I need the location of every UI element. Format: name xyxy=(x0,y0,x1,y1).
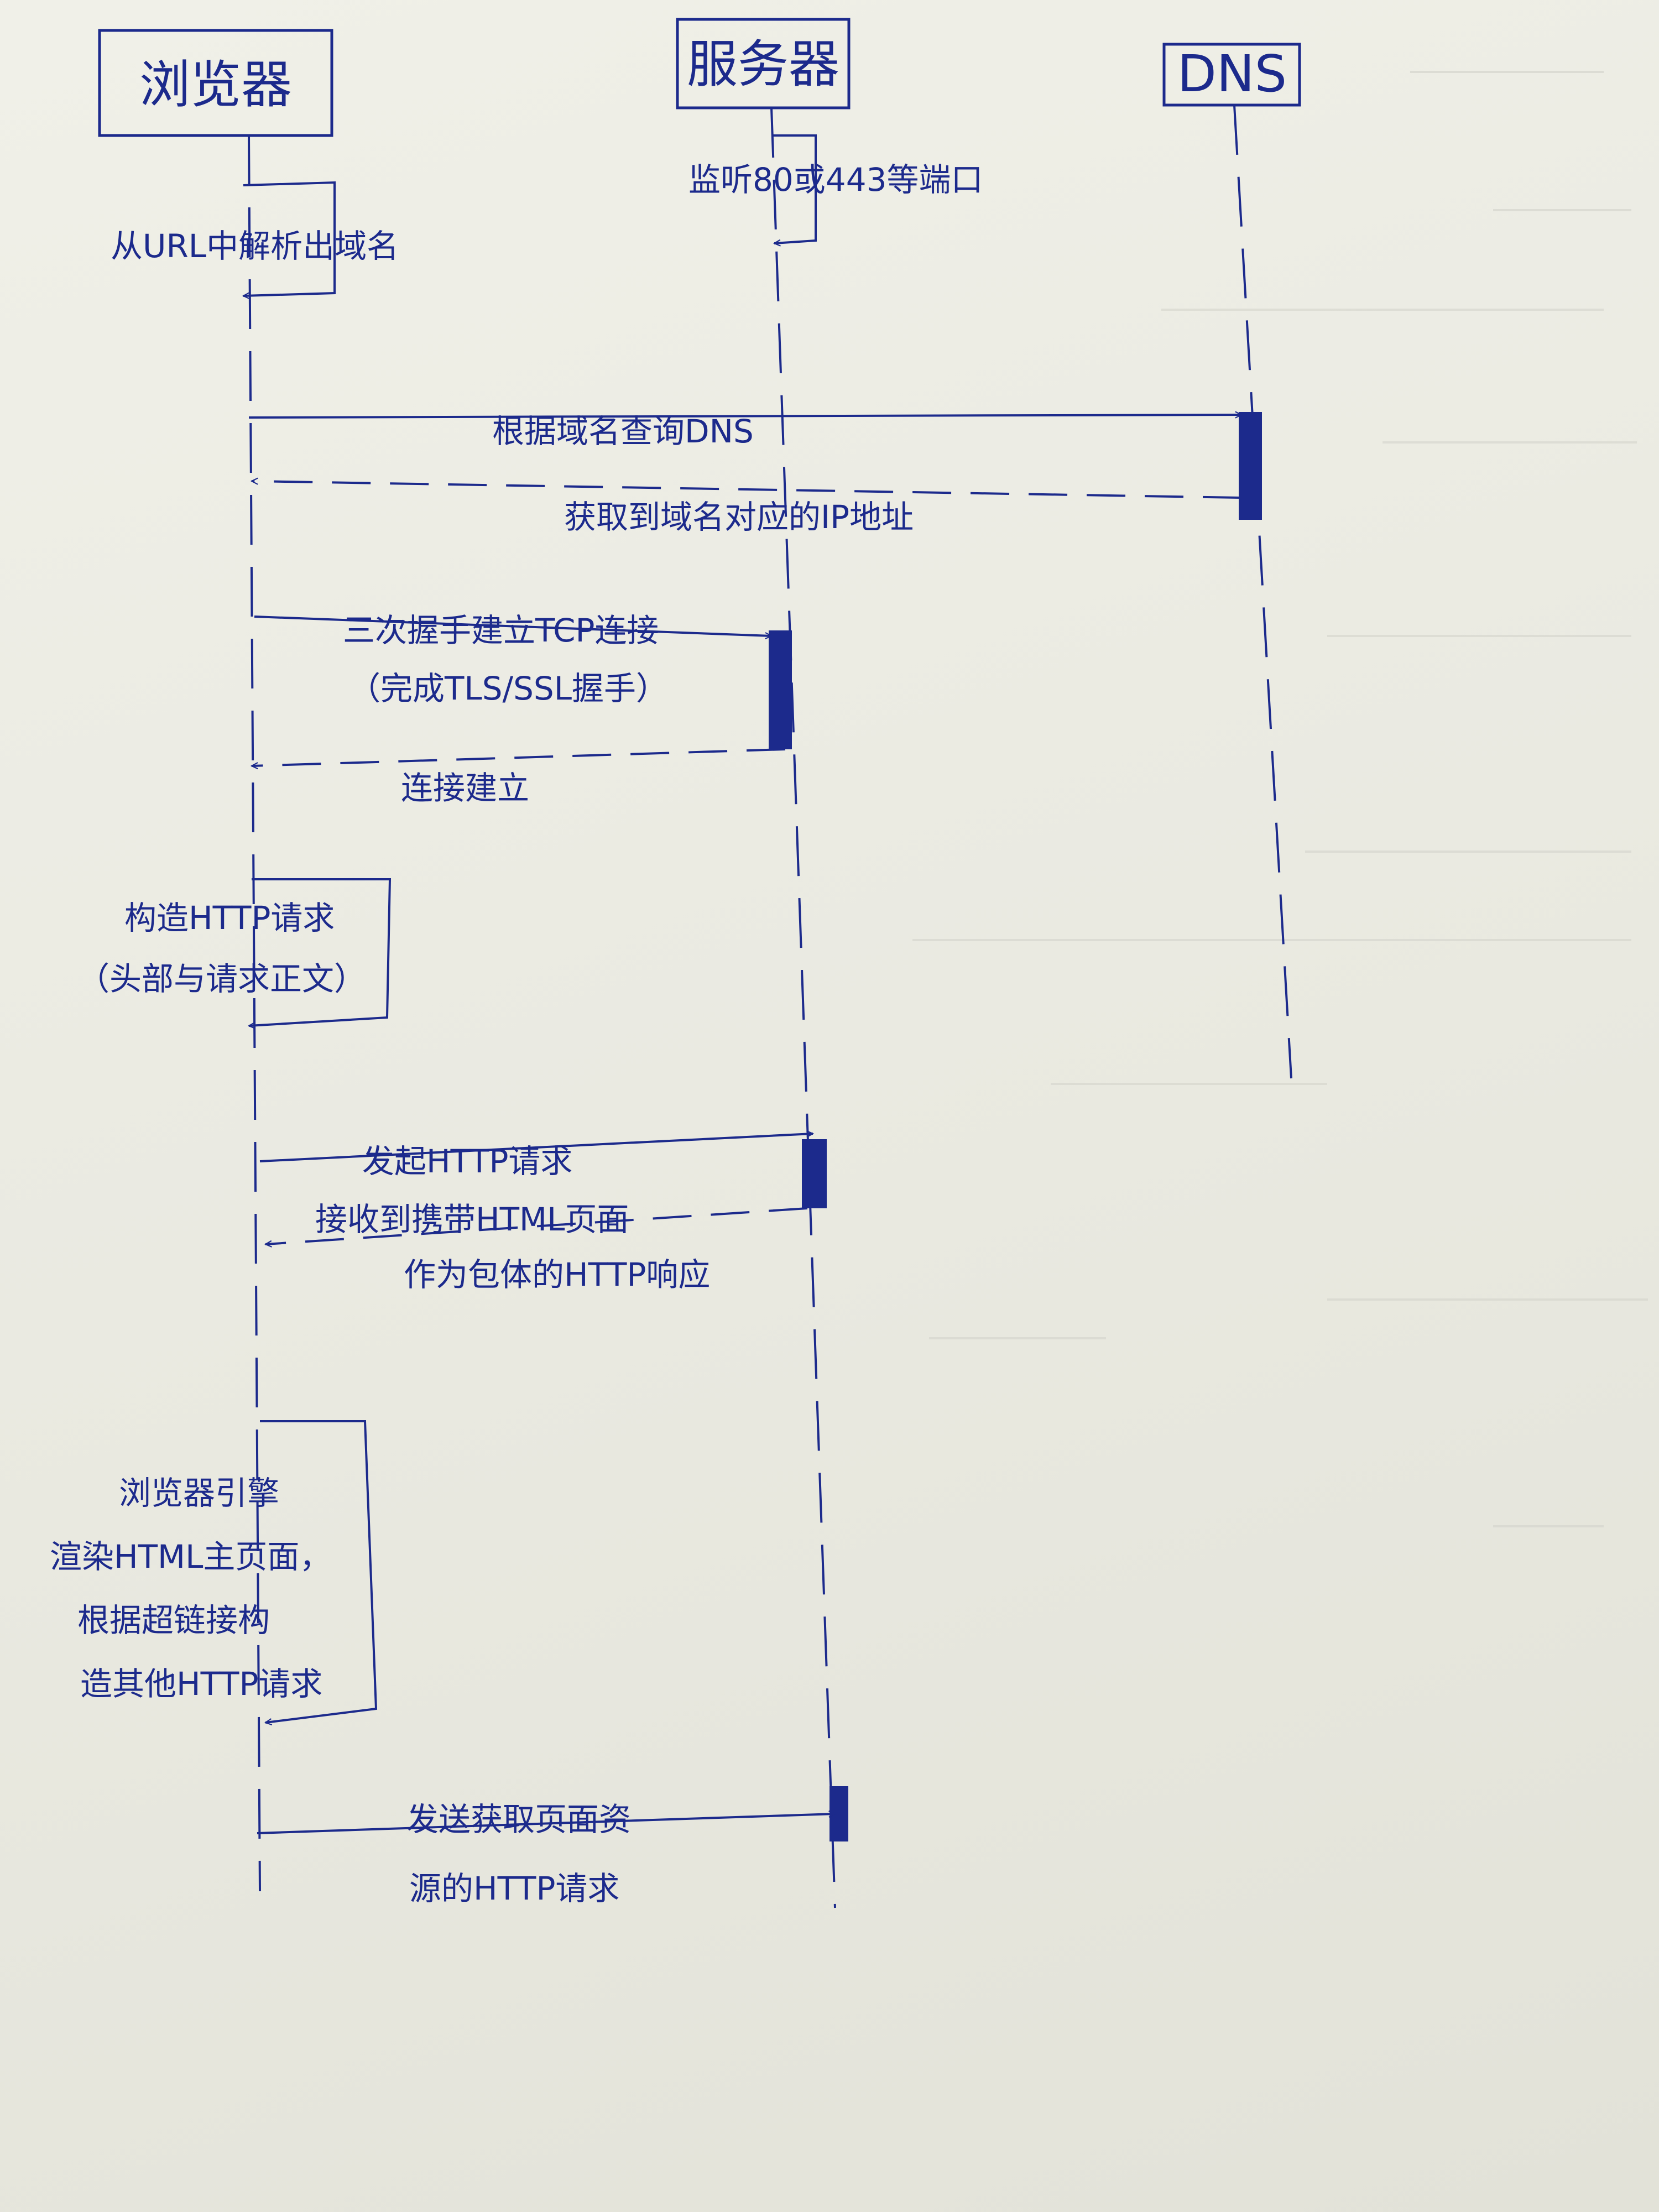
participant-browser: 浏览器 xyxy=(98,29,333,137)
msg-resource-request-line xyxy=(257,1814,835,1834)
msg-http-response-label-line2: 作为包体的HTTP响应 xyxy=(404,1256,710,1293)
msg-tcp-ack-line xyxy=(252,748,786,766)
msg-tcp-line xyxy=(254,615,771,636)
msg-dns-reply-label: 获取到域名对应的IP地址 xyxy=(564,498,914,536)
msg-tcp-label-line2: （完成TLS/SSL握手） xyxy=(348,670,668,707)
msg-http-response-label-line1: 接收到携带HTML页面 xyxy=(315,1201,629,1238)
lifeline-browser xyxy=(248,135,261,1892)
msg-tcp-label-line1: 三次握手建立TCP连接 xyxy=(343,612,659,649)
msg-http-request-label: 发起HTTP请求 xyxy=(362,1142,572,1180)
activation-dns xyxy=(1239,412,1262,520)
note-render-line4: 造其他HTTP请求 xyxy=(80,1665,322,1703)
participant-dns: DNS xyxy=(1162,43,1301,107)
note-render-line3: 根据超链接构 xyxy=(77,1601,270,1639)
lifeline-server xyxy=(770,107,836,1908)
note-listen-port: 监听80或443等端口 xyxy=(688,161,983,199)
participant-server: 服务器 xyxy=(676,18,851,109)
self-loop-render xyxy=(260,1420,378,1723)
note-render-line2: 渲染HTML主页面， xyxy=(50,1538,331,1575)
participant-dns-label: DNS xyxy=(1177,44,1287,103)
activation-server-tcp xyxy=(769,630,792,749)
msg-http-request-line xyxy=(259,1134,813,1162)
bleed-through-marks xyxy=(912,71,1648,1527)
note-parse-domain: 从URL中解析出域名 xyxy=(111,227,399,265)
note-render-line1: 浏览器引擎 xyxy=(119,1474,279,1512)
participant-server-label: 服务器 xyxy=(687,35,839,94)
msg-resource-request-label-line2: 源的HTTP请求 xyxy=(409,1870,619,1907)
msg-dns-query-label: 根据域名查询DNS xyxy=(492,413,754,450)
self-loop-build-request xyxy=(249,878,392,1026)
participant-browser-label: 浏览器 xyxy=(139,55,292,114)
self-loop-listen-port xyxy=(771,134,817,243)
msg-dns-reply-line xyxy=(252,481,1242,499)
msg-resource-request-label-line1: 发送获取页面资 xyxy=(406,1801,631,1838)
msg-tcp-ack-label: 连接建立 xyxy=(401,769,529,807)
msg-dns-query-line xyxy=(248,415,1241,419)
activation-server-http xyxy=(802,1139,827,1208)
note-build-request-line1: 构造HTTP请求 xyxy=(124,899,335,937)
msg-http-response-line xyxy=(265,1207,808,1244)
note-build-request-line2: （头部与请求正文） xyxy=(77,960,366,998)
lifeline-dns xyxy=(1233,105,1292,1079)
self-loop-parse-domain xyxy=(243,181,336,296)
